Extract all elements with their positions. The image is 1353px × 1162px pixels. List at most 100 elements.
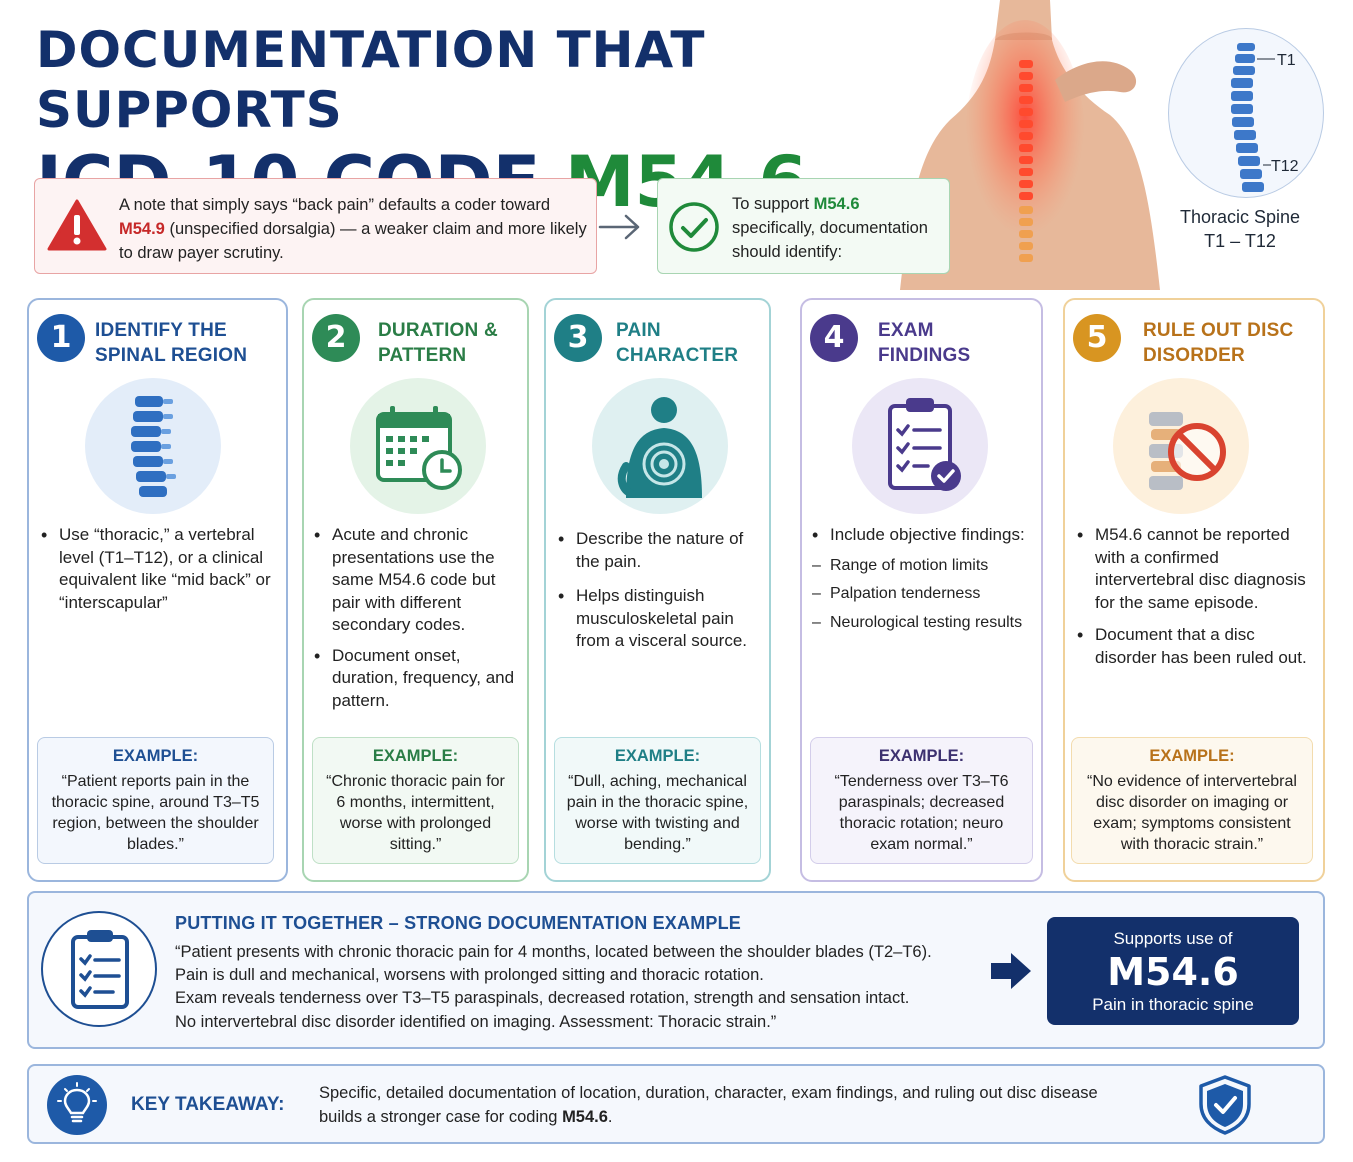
step-card-4: 4 EXAM FINDINGS Include objective finding… xyxy=(800,298,1043,882)
support-text: To support M54.6 specifically, documenta… xyxy=(732,192,947,264)
step-sub-bullet: Neurological testing results xyxy=(812,612,1037,635)
step-heading-line1: IDENTIFY THE xyxy=(95,320,227,341)
thoracic-spine-diagram: T1 T12 xyxy=(1168,28,1324,198)
step-number: 4 xyxy=(810,314,858,362)
step-sub-bullet: Range of motion limits xyxy=(812,555,1037,578)
support-text-b: specifically, documentation should ident… xyxy=(732,219,928,261)
warning-text: A note that simply says “back pain” defa… xyxy=(119,193,589,265)
together-body: “Patient presents with chronic thoracic … xyxy=(175,941,975,1034)
takeaway-text-a: Specific, detailed documentation of loca… xyxy=(319,1084,1098,1126)
step-heading-line1: RULE OUT DISC xyxy=(1143,320,1294,341)
title-line-1: DOCUMENTATION THAT SUPPORTS xyxy=(36,21,706,139)
spine-label-t12: T12 xyxy=(1271,158,1299,175)
together-line: Exam reveals tenderness over T3–T5 paras… xyxy=(175,989,910,1008)
step-heading-line1: DURATION & xyxy=(378,320,498,341)
example-box: EXAMPLE: “Chronic thoracic pain for 6 mo… xyxy=(312,737,519,864)
step-bullet: Document onset, duration, frequency, and… xyxy=(314,645,524,713)
step-sub-bullet: Palpation tenderness xyxy=(812,583,1037,606)
step-bullets: Describe the nature of the pain. Helps d… xyxy=(558,528,763,661)
example-text: “Dull, aching, mechanical pain in the th… xyxy=(566,773,749,853)
step-bullet: Include objective findings: xyxy=(812,524,1037,547)
warning-code: M54.9 xyxy=(119,220,165,238)
example-label: EXAMPLE: xyxy=(372,747,459,765)
supports-code: M54.6 xyxy=(1107,950,1239,994)
spine-caption-line1: Thoracic Spine xyxy=(1179,207,1301,227)
step-heading: PAIN CHARACTER xyxy=(616,318,738,368)
no-disc-icon xyxy=(1113,378,1249,514)
step-heading: EXAM FINDINGS xyxy=(878,318,970,368)
key-takeaway-section: KEY TAKEAWAY: Specific, detailed documen… xyxy=(27,1064,1325,1144)
step-heading-line2: DISORDER xyxy=(1143,345,1245,366)
check-circle-icon xyxy=(668,201,720,258)
arrow-right-bold-icon xyxy=(989,949,1033,998)
warning-text-a: A note that simply says “back pain” defa… xyxy=(119,196,551,214)
clipboard-list-icon xyxy=(41,911,157,1027)
step-bullet: Acute and chronic presentations use the … xyxy=(314,524,524,637)
example-label: EXAMPLE: xyxy=(878,747,965,765)
takeaway-text-b: . xyxy=(607,1107,613,1126)
step-number: 1 xyxy=(37,314,85,362)
step-bullet: Helps distinguish musculoskeletal pain f… xyxy=(558,585,763,653)
together-line: Pain is dull and mechanical, worsens wit… xyxy=(175,966,764,985)
step-bullets: M54.6 cannot be reported with a confirme… xyxy=(1077,524,1317,677)
putting-it-together-section: PUTTING IT TOGETHER – STRONG DOCUMENTATI… xyxy=(27,891,1325,1049)
step-card-3: 3 PAIN CHARACTER Describe the nature of t… xyxy=(544,298,771,882)
spine-icon xyxy=(85,378,221,514)
step-heading: DURATION & PATTERN xyxy=(378,318,498,368)
step-bullet: Use “thoracic,” a vertebral level (T1–T1… xyxy=(41,524,281,614)
step-card-5: 5 RULE OUT DISC DISORDER M54.6 cannot be … xyxy=(1063,298,1325,882)
supports-description: Pain in thoracic spine xyxy=(1092,995,1254,1014)
shield-check-icon xyxy=(1195,1074,1255,1141)
example-text: “Patient reports pain in the thoracic sp… xyxy=(51,773,260,853)
supports-code-box: Supports use of M54.6 Pain in thoracic s… xyxy=(1047,917,1299,1025)
step-bullet: Document that a disc disorder has been r… xyxy=(1077,624,1317,669)
example-label: EXAMPLE: xyxy=(614,747,701,765)
spine-caption-line2: T1 – T12 xyxy=(1204,231,1276,251)
warning-note: A note that simply says “back pain” defa… xyxy=(34,178,597,274)
arrow-right-icon xyxy=(598,212,642,247)
support-text-a: To support xyxy=(732,195,814,213)
step-bullets: Include objective findings: Range of mot… xyxy=(812,524,1037,640)
step-bullet: M54.6 cannot be reported with a confirme… xyxy=(1077,524,1317,614)
step-heading-line2: PATTERN xyxy=(378,345,467,366)
step-bullet: Describe the nature of the pain. xyxy=(558,528,763,573)
takeaway-label: KEY TAKEAWAY: xyxy=(131,1094,285,1115)
step-heading-line1: EXAM xyxy=(878,320,934,341)
example-text: “No evidence of intervertebral disc diso… xyxy=(1087,773,1297,853)
step-heading-line2: SPINAL REGION xyxy=(95,345,248,366)
example-box: EXAMPLE: “Patient reports pain in the th… xyxy=(37,737,274,864)
warning-triangle-icon xyxy=(47,199,107,256)
support-note: To support M54.6 specifically, documenta… xyxy=(657,178,950,274)
example-box: EXAMPLE: “No evidence of intervertebral … xyxy=(1071,737,1313,864)
step-card-1: 1 IDENTIFY THE SPINAL REGION Use “thoraci… xyxy=(27,298,288,882)
example-text: “Tenderness over T3–T6 paraspinals; decr… xyxy=(834,773,1009,853)
clipboard-check-icon xyxy=(852,378,988,514)
example-box: EXAMPLE: “Tenderness over T3–T6 paraspin… xyxy=(810,737,1033,864)
takeaway-text: Specific, detailed documentation of loca… xyxy=(319,1082,1119,1129)
back-pain-illustration xyxy=(880,0,1170,290)
step-heading-line1: PAIN xyxy=(616,320,661,341)
takeaway-code: M54.6 xyxy=(562,1107,608,1126)
lightbulb-icon xyxy=(47,1075,107,1135)
together-line: “Patient presents with chronic thoracic … xyxy=(175,943,932,961)
step-heading-line2: CHARACTER xyxy=(616,345,739,366)
pain-target-icon xyxy=(592,378,728,514)
example-label: EXAMPLE: xyxy=(112,747,199,765)
spine-label-t1: T1 xyxy=(1277,52,1296,69)
calendar-clock-icon xyxy=(350,378,486,514)
step-card-2: 2 DURATION &PATTERN Acute and chronic pr… xyxy=(302,298,529,882)
step-heading: RULE OUT DISC DISORDER xyxy=(1143,318,1293,368)
step-bullets: Acute and chronic presentations use the … xyxy=(314,524,524,720)
step-heading: IDENTIFY THE SPINAL REGION xyxy=(95,318,247,368)
together-line: No intervertebral disc disorder identifi… xyxy=(175,1012,777,1031)
example-box: EXAMPLE: “Dull, aching, mechanical pain … xyxy=(554,737,761,864)
supports-label: Supports use of xyxy=(1113,929,1233,948)
step-number: 3 xyxy=(554,314,602,362)
step-heading-line2: FINDINGS xyxy=(878,345,971,366)
example-text: “Chronic thoracic pain for 6 months, int… xyxy=(326,773,505,853)
step-number: 5 xyxy=(1073,314,1121,362)
together-title: PUTTING IT TOGETHER – STRONG DOCUMENTATI… xyxy=(175,913,742,933)
step-bullets: Use “thoracic,” a vertebral level (T1–T1… xyxy=(41,524,281,622)
support-code: M54.6 xyxy=(813,195,860,213)
example-label: EXAMPLE: xyxy=(1149,747,1235,765)
